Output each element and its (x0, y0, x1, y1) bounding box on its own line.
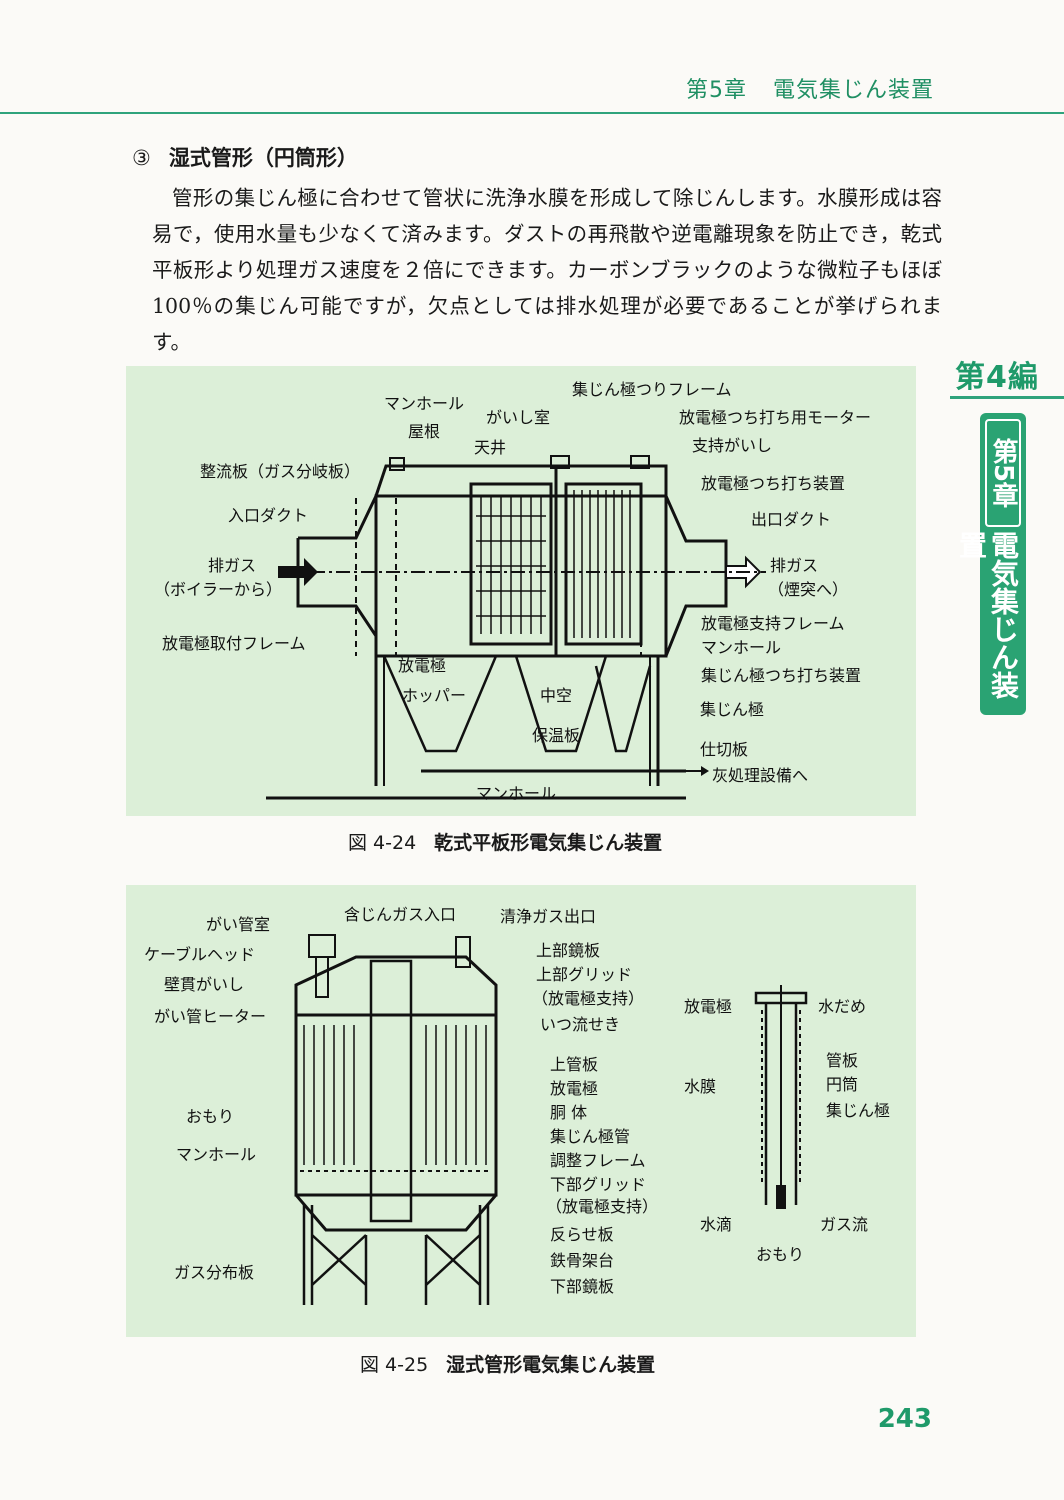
fig1-label-collector-electrode: 集じん極 (700, 700, 765, 719)
wet-precipitator-drawing (294, 934, 808, 1305)
fig2-label-heater: がい管ヒーター (154, 1007, 267, 1026)
header-chapter-number: 第5章 (685, 78, 747, 103)
page-number: 243 (877, 1404, 932, 1434)
fig2-label-cable-head: ケーブルヘッド (144, 945, 256, 964)
fig2-label-gas-outlet: 清浄ガス出口 (500, 907, 597, 926)
fig1-label-gas-out: 排ガス (770, 556, 819, 575)
section-number: ③ (132, 146, 151, 170)
fig1-label-manhole-side: マンホール (701, 638, 782, 657)
fig2-label-upper-mirror: 上部鏡板 (536, 941, 601, 960)
fig1-label-manhole-bottom: マンホール (476, 784, 557, 803)
body-paragraph: 管形の集じん極に合わせて管状に洗浄水膜を形成して除じんします。水膜形成は容易で，… (152, 186, 942, 354)
fig2-label-body: 胴 体 (550, 1103, 588, 1122)
fig1-label-collector-frame: 集じん極つりフレーム (572, 380, 732, 399)
figure-4-25: がい管室 ケーブルヘッド 壁貫がいし がい管ヒーター 含じんガス入口 清浄ガス出… (126, 885, 916, 1337)
side-rule (950, 396, 1064, 399)
fig2-label-lower-mirror: 下部鏡板 (550, 1277, 615, 1296)
fig1-label-hopper: ホッパー (402, 686, 467, 705)
fig1-label-discharge-electrode: 放電極 (398, 656, 447, 675)
fig1-label-manhole-top: マンホール (384, 394, 465, 413)
fig2-label-d-water-pool: 水だめ (818, 997, 867, 1016)
side-part-label: 第4編 (955, 360, 1039, 395)
fig2-label-d-collector: 集じん極 (826, 1101, 891, 1120)
fig1-label-roof: 屋根 (408, 422, 441, 441)
fig2-label-d-gas-flow: ガス流 (820, 1215, 869, 1234)
fig2-label-gas-inlet: 含じんガス入口 (344, 905, 457, 924)
fig2-label-overflow: いつ流せき (540, 1015, 621, 1034)
fig2-label-d-discharge: 放電極 (684, 997, 733, 1016)
fig1-label-discharge-hammer: 放電極つち打ち装置 (701, 474, 846, 493)
fig2-label-deflector: 反らせ板 (550, 1225, 614, 1244)
fig1-caption-number: 図 4-24 (348, 832, 417, 854)
fig1-label-insulator-room: がいし室 (486, 408, 551, 427)
dry-precipitator-drawing (266, 455, 766, 800)
fig2-label-collector-tube: 集じん極管 (550, 1127, 631, 1146)
fig1-caption-title: 乾式平板形電気集じん装置 (434, 832, 663, 854)
fig2-label-upper-tube-plate: 上管板 (550, 1055, 599, 1074)
fig2-label-d-water-drop: 水滴 (700, 1215, 733, 1234)
fig1-label-gas-in: 排ガス (208, 556, 257, 575)
header-rule (0, 112, 1064, 114)
fig1-label-collector-hammer: 集じん極つち打ち装置 (701, 666, 862, 685)
fig2-label-d-water-film: 水膜 (684, 1077, 717, 1096)
fig2-label-upper-grid-sub: （放電極支持） (532, 989, 645, 1008)
side-chapter-title: 電気集じん装置 (955, 531, 1020, 699)
fig2-label-gas-dist: ガス分布板 (174, 1263, 255, 1282)
fig1-label-gas-in-sub: （ボイラーから） (154, 580, 283, 599)
fig2-label-d-weight: おもり (756, 1245, 805, 1264)
fig2-label-d-tube-plate: 管板 (826, 1051, 859, 1070)
fig1-label-gas-out-sub: （煙突へ） (768, 580, 849, 599)
fig2-label-wall-insulator: 壁貫がいし (164, 975, 245, 994)
fig2-label-discharge: 放電極 (550, 1079, 599, 1098)
running-header: 第5章電気集じん装置 (686, 72, 934, 104)
fig1-label-hollow: 中空 (540, 686, 573, 705)
side-chapter-number: 第5章 (985, 419, 1021, 527)
fig1-label-hammer-motor: 放電極つち打ち用モーター (679, 408, 872, 427)
fig1-label-partition: 仕切板 (700, 740, 749, 759)
fig2-label-weight: おもり (186, 1107, 235, 1126)
fig2-caption-number: 図 4-25 (360, 1354, 429, 1376)
figure-4-24-caption: 図 4-24 乾式平板形電気集じん装置 (348, 828, 662, 855)
fig2-label-insulator-room: がい管室 (206, 915, 271, 934)
fig2-label-lower-grid-sub: （放電極支持） (546, 1197, 659, 1216)
fig1-label-insulation-plate: 保温板 (532, 726, 581, 745)
fig1-label-discharge-mount: 放電極取付フレーム (162, 634, 306, 653)
section-heading: ③ 湿式管形（円筒形） (132, 142, 358, 172)
figure-4-25-caption: 図 4-25 湿式管形電気集じん装置 (360, 1350, 655, 1377)
fig2-label-steel-frame: 鉄骨架台 (550, 1251, 615, 1270)
side-chapter-tab: 第5章 電気集じん装置 (955, 413, 1026, 715)
fig2-label-upper-grid: 上部グリッド (536, 965, 633, 984)
fig1-label-flow-plate: 整流板（ガス分岐板） (200, 462, 361, 481)
fig1-label-discharge-support: 放電極支持フレーム (701, 614, 845, 633)
fig2-label-lower-grid: 下部グリッド (550, 1175, 647, 1194)
figure-4-24: マンホール 屋根 がいし室 天井 集じん極つりフレーム 放電極つち打ち用モーター… (126, 366, 916, 816)
header-chapter-title: 電気集じん装置 (772, 78, 934, 103)
fig2-label-d-cylinder: 円筒 (826, 1075, 859, 1094)
fig2-label-adjust-frame: 調整フレーム (550, 1151, 646, 1170)
fig1-label-ceiling: 天井 (474, 438, 507, 457)
fig1-label-ash: 灰処理設備へ (712, 766, 809, 785)
fig1-label-support-insulator: 支持がいし (692, 436, 773, 455)
fig2-caption-title: 湿式管形電気集じん装置 (446, 1354, 656, 1376)
fig1-label-outlet-duct: 出口ダクト (751, 510, 832, 529)
fig2-label-manhole: マンホール (176, 1145, 257, 1164)
fig1-label-inlet-duct: 入口ダクト (228, 506, 309, 525)
section-title: 湿式管形（円筒形） (168, 146, 358, 170)
